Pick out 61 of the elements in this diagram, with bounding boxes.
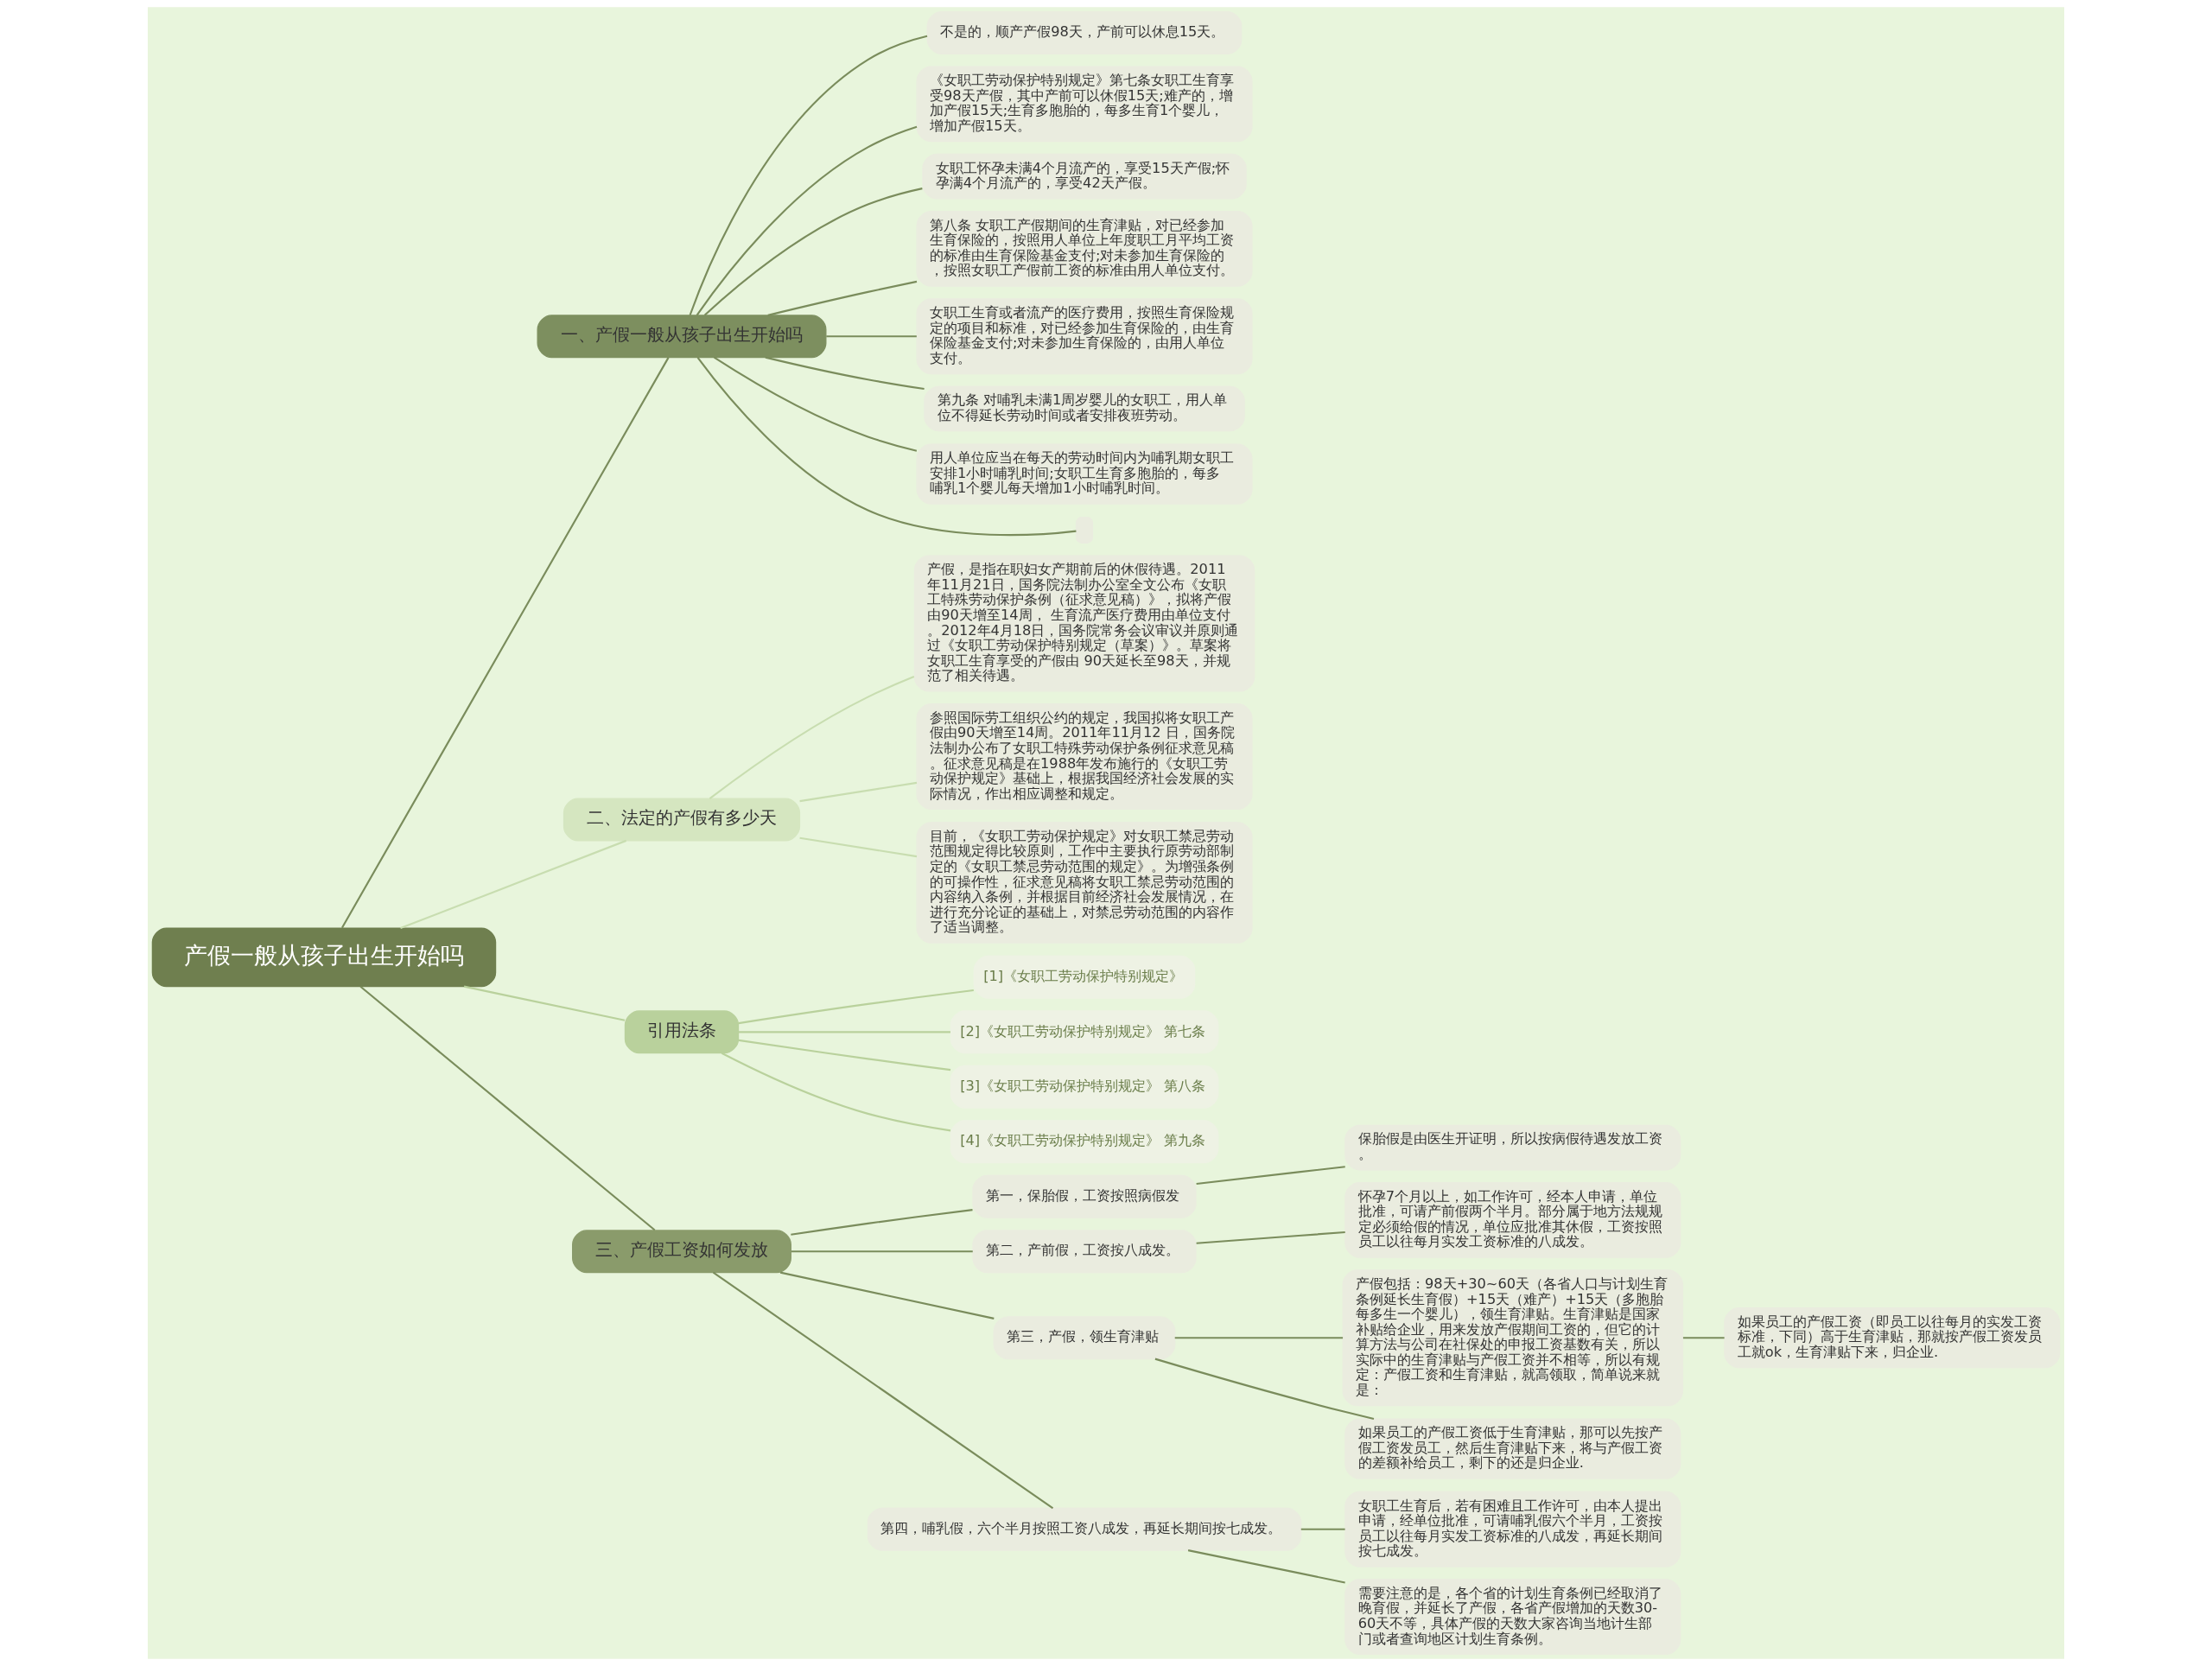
node-box: 第二，产前假，工资按八成发。 <box>972 1230 1197 1274</box>
connector <box>738 989 974 1025</box>
node-box: 怀孕7个月以上，如工作许可，经本人申请，单位批准，可请产前假两个半月。部分属于地方法规规定必须给假的情况，单位应批准其休假，工资按照员工以往每月实发工资标准的八成发。 <box>1344 1181 1681 1258</box>
connector <box>799 781 918 803</box>
node-box: 第八条 女职工产假期间的生育津贴，对已经参加生育保险的，按照用人单位上年度职工月平均工资的标准由生育保险基金支付;对未参加生育保险的，按照女职工产假前工资的标准由用人单位支付。 <box>916 211 1253 287</box>
node-box: 第四，哺乳假，六个半月按照工资八成发，再延长期间按七成发。 <box>867 1507 1302 1551</box>
node-box: 二、法定的产假有多少天 <box>563 798 801 842</box>
connector <box>713 356 918 452</box>
connector <box>791 1250 973 1253</box>
node-box: 第九条 对哺乳未满1周岁婴儿的女职工，用人单位不得延长劳动时间或者安排夜班劳动。 <box>924 385 1245 432</box>
node-box: 参照国际劳工组织公约的规定，我国拟将女职工产假由90天增至14周。2011年11月12 日，国务院法制办公布了女职工特殊劳动保护条例征求意见稿。征求意见稿是在1988年发布施行的《女职工劳动保护规定》基础上，根据我国经济社会发展的实际情况，作出相应调整和规定。 <box>916 703 1253 810</box>
connector <box>463 985 626 1021</box>
node-box: 第一，保胎假，工资按照病假发 <box>972 1174 1197 1218</box>
node-box: 产假一般从孩子出生开始吗 <box>151 927 497 988</box>
connector <box>1187 1549 1345 1584</box>
connector <box>709 676 915 799</box>
connector <box>721 1052 951 1132</box>
connector <box>1682 1337 1725 1339</box>
connector <box>826 335 917 338</box>
node-box: 不是的，顺产产假98天，产前可以休息15天。 <box>926 11 1243 55</box>
node-box: 三、产假工资如何发放 <box>572 1230 791 1274</box>
connector <box>696 357 1077 537</box>
node-box: 女职工怀孕未满4个月流产的，享受15天产假;怀孕满4个月流产的，享受42天产假。 <box>922 153 1247 200</box>
node-box: 如果员工的产假工资（即员工以往每月的实发工资标准，下同）高于生育津贴，那就按产假工资发员工就ok，生育津贴下来，归企业. <box>1724 1307 2061 1369</box>
connector <box>712 1271 1054 1510</box>
node-box: 需要注意的是，各个省的计划生育条例已经取消了晚育假，并延长了产假，各省产假增加的天数30-60天不等，具体产假的天数大家咨询当地计生部门或者查询地区计划生育条例。 <box>1344 1579 1681 1655</box>
connector <box>359 985 656 1231</box>
connector <box>1154 1358 1375 1421</box>
connector <box>799 836 918 858</box>
connector <box>400 839 627 930</box>
connector <box>703 188 923 316</box>
connector <box>765 356 925 391</box>
connector <box>689 35 928 316</box>
connector <box>696 125 918 316</box>
node-box: 女职工生育或者流产的医疗费用，按照生育保险规定的项目和标准，对已经参加生育保险的，由生育保险基金支付;对未参加生育保险的，由用人单位支付。 <box>916 298 1253 375</box>
connector <box>1300 1528 1345 1530</box>
connector <box>340 357 670 929</box>
connector <box>738 1039 951 1071</box>
node-box: 产假包括：98天+30~60天（各省人口与计划生育条例延长生育假）+15天（难产）+15天（多胞胎每多生一个婴儿），领生育津贴。生育津贴是国家补贴给企业，用来发放产假期间工资的，但它的计算方法与公司在社保处的申报工资基数有关，所以实际中的生育津贴与产假工资并不相等，所以有规定：产假工资和生育津贴，就高领取，简单说来就是： <box>1342 1269 1683 1407</box>
node-box: [1]《女职工劳动保护特别规定》 <box>973 955 1196 999</box>
node-box: 第三，产假，领生育津贴 <box>993 1316 1176 1360</box>
node-box: 保胎假是由医生开证明，所以按病假待遇发放工资。 <box>1344 1124 1681 1171</box>
node-box: 用人单位应当在每天的劳动时间内为哺乳期女职工安排1小时哺乳时间;女职工生育多胞胎的，每多哺乳1个婴儿每天增加1小时哺乳时间。 <box>916 443 1253 505</box>
connector <box>1174 1337 1344 1339</box>
node-box: 产假，是指在职妇女产期前后的休假待遇。2011年11月21日，国务院法制办公室全文公布《女职工特殊劳动保护条例（征求意见稿）》，拟将产假由90天增至14周， 生育流产医疗费用由单位支付。2012年4月18日，国务院常务会议审议并原则通过《女职工劳动保护特别规定（草案）》。草案将女职工生育享受的产假由 90天延长至98天，并规范了相关待遇。 <box>913 555 1255 692</box>
connector <box>738 1031 950 1033</box>
node-box: 引用法条 <box>624 1010 740 1054</box>
node-box: [2]《女职工劳动保护特别规定》 第七条 <box>950 1010 1219 1054</box>
connector <box>767 280 918 316</box>
connector <box>1196 1230 1345 1244</box>
connector <box>1196 1166 1345 1186</box>
node-box: 目前，《女职工劳动保护规定》对女职工禁忌劳动范围规定得比较原则，工作中主要执行原劳动部制定的《女职工禁忌劳动范围的规定》。为增强条例的可操作性，征求意见稿将女职工禁忌劳动范围的内容纳入条例，并根据目前经济社会发展情况，在进行充分论证的基础上，对禁忌劳动范围的内容作了适当调整。 <box>916 822 1253 944</box>
node-box: 《女职工劳动保护特别规定》第七条女职工生育享受98天产假，其中产前可以休假15天;难产的，增加产假15天;生育多胞胎的，每多生育1个婴儿，增加产假15天。 <box>916 66 1253 143</box>
connector <box>779 1271 995 1319</box>
node-box: 如果员工的产假工资低于生育津贴，那可以先按产假工资发员工，然后生育津贴下来，将与产假工资的差额补给员工，剩下的还是归企业. <box>1344 1418 1681 1479</box>
node-box: [3]《女职工劳动保护特别规定》 第八条 <box>950 1065 1219 1109</box>
node-box <box>1075 516 1094 544</box>
node-box: [4]《女职工劳动保护特别规定》 第九条 <box>950 1120 1219 1164</box>
connector <box>791 1209 973 1236</box>
node-box: 一、产假一般从孩子出生开始吗 <box>537 315 827 359</box>
node-box: 女职工生育后，若有困难且工作许可，由本人提出申请，经单位批准，可请哺乳假六个半月，工资按员工以往每月实发工资标准的八成发，再延长期间按七成发。 <box>1344 1491 1681 1567</box>
